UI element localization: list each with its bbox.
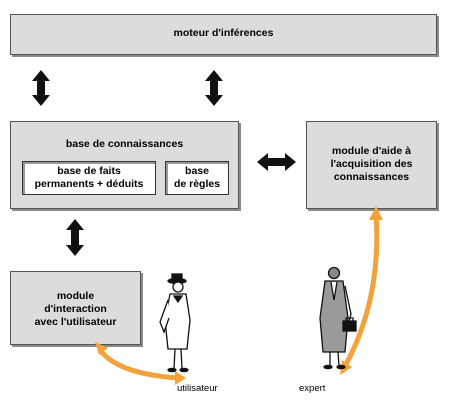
- user-caption: utilisateur: [177, 383, 218, 394]
- interaction-module-label-line1: module: [56, 290, 95, 302]
- orange-arrow-expert-acquisition: [341, 211, 380, 371]
- orange-arrowhead-interaction: [95, 342, 108, 355]
- expert-caption: expert: [299, 383, 326, 394]
- acquisition-module-box: [306, 121, 437, 209]
- interaction-module-label-line3: avec l'utilisateur: [34, 316, 117, 328]
- double-arrow-engine-kb-left: [32, 70, 50, 106]
- inference-engine-label: moteur d'inférences: [173, 27, 274, 39]
- orange-arrow-user-interaction: [97, 347, 181, 381]
- acquisition-module-label-line2: l'acquisition des: [330, 158, 413, 170]
- interaction-module-label-line2: d'interaction: [44, 303, 107, 315]
- orange-arrowhead-expert: [340, 360, 352, 375]
- double-arrow-kb-interaction: [66, 219, 84, 256]
- rules-base-label-line2: de règles: [173, 178, 221, 190]
- interaction-module-box: [10, 271, 141, 345]
- rules-base-label-line1: base: [185, 165, 209, 177]
- inference-engine-box: [10, 14, 437, 55]
- knowledge-base-label: base de connaissances: [65, 138, 184, 150]
- expert-figure-icon: [319, 266, 357, 370]
- user-figure-icon: [159, 273, 191, 373]
- acquisition-module-label-line3: connaissances: [333, 171, 410, 183]
- rules-base-box: [165, 161, 229, 195]
- acquisition-module-label-line1: module d'aide à: [332, 145, 411, 157]
- orange-arrowhead-acquisition: [369, 206, 383, 220]
- facts-base-label-line1: base de faits: [57, 165, 121, 177]
- double-arrow-engine-kb-right: [205, 70, 223, 106]
- facts-base-box: [22, 161, 156, 195]
- facts-base-label-line2: permanents + déduits: [34, 178, 144, 190]
- orange-arrowhead-user: [175, 371, 186, 385]
- double-arrow-kb-acquisition: [257, 153, 296, 171]
